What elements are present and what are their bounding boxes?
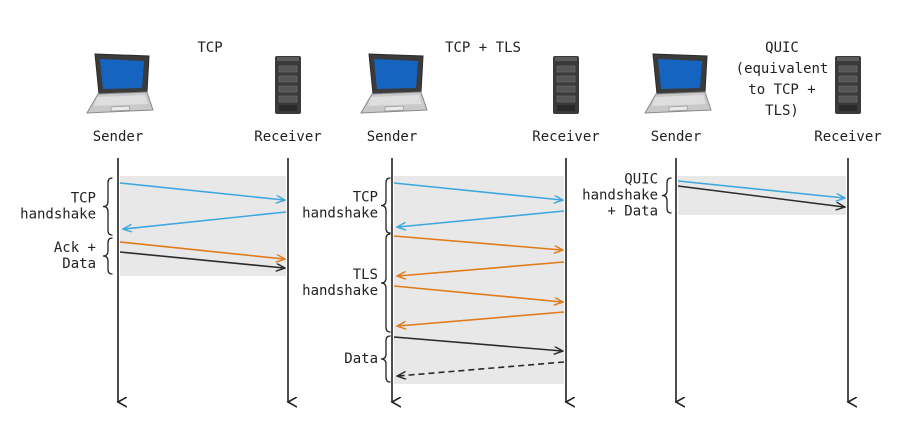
- receiver-label: Receiver: [254, 129, 321, 145]
- phase-brace: [661, 177, 672, 214]
- receiver-label: Receiver: [532, 129, 599, 145]
- message-arrow-data: [393, 336, 562, 351]
- message-arrows: [119, 180, 844, 376]
- phase-label: Ack +Data: [54, 240, 96, 272]
- panel-title: TCP + TLS: [445, 40, 521, 56]
- panel-title: TCP: [197, 40, 222, 56]
- phase-band: [394, 334, 564, 384]
- phase-brace: [102, 237, 113, 275]
- message-arrow-data: [677, 185, 844, 207]
- sender-label: Sender: [651, 129, 702, 145]
- sender-label: Sender: [93, 129, 144, 145]
- phase-brace: [380, 233, 391, 333]
- phase-band: [394, 232, 564, 334]
- message-arrow-tcp: [119, 182, 284, 200]
- phase-brace: [380, 177, 391, 234]
- phase-label: Data: [344, 351, 378, 367]
- message-arrow-tcp: [124, 211, 287, 229]
- phase-brace: [380, 335, 391, 383]
- node-icons: [86, 53, 861, 114]
- message-arrow-tcp: [393, 182, 562, 200]
- phase-brace: [102, 177, 113, 236]
- message-arrow-data: [119, 251, 284, 268]
- receiver-label: Receiver: [814, 129, 881, 145]
- message-arrow-tls: [119, 241, 284, 259]
- message-arrow-tls: [393, 285, 562, 302]
- message-arrow-tcp: [677, 180, 844, 198]
- message-arrow-data: [398, 361, 565, 376]
- laptop-icon: [644, 53, 712, 114]
- lifelines: [118, 158, 848, 402]
- sender-label: Sender: [367, 129, 418, 145]
- laptop-icon: [360, 53, 428, 114]
- message-arrow-tls: [398, 311, 565, 326]
- message-arrow-tls: [393, 235, 562, 250]
- message-arrow-tcp: [398, 210, 565, 227]
- server-icon: [275, 56, 301, 114]
- phase-bands: [120, 176, 846, 384]
- message-arrow-tls: [398, 261, 565, 276]
- laptop-icon: [86, 53, 154, 114]
- server-icon: [835, 56, 861, 114]
- server-icon: [553, 56, 579, 114]
